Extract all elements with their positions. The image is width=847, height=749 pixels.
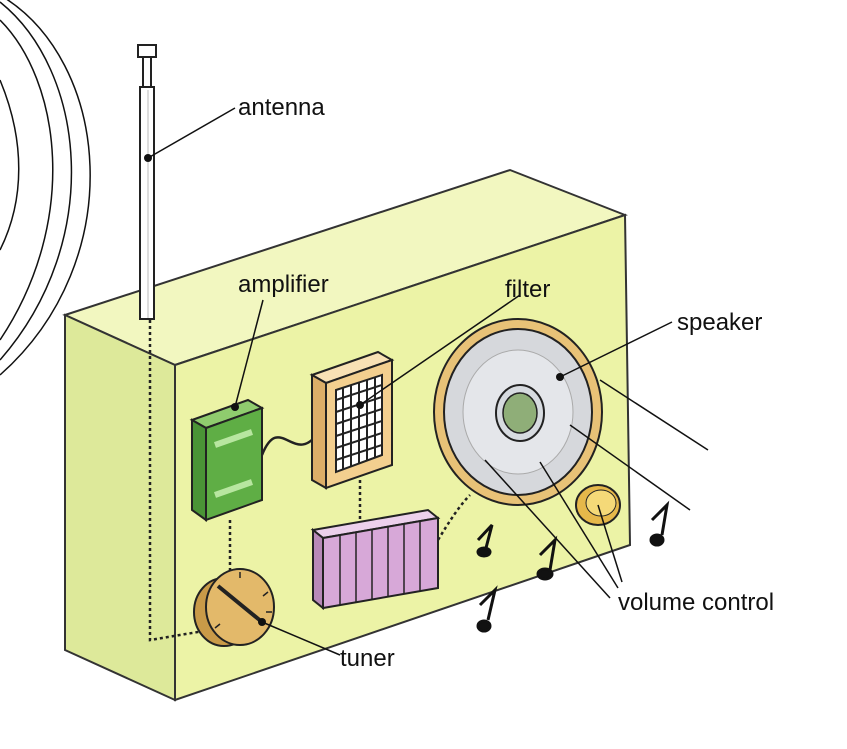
music-note-icon xyxy=(476,585,498,633)
radio-waves xyxy=(0,0,91,376)
battery-component xyxy=(310,508,441,611)
music-note-icon xyxy=(536,535,558,581)
leader-lines xyxy=(144,107,709,656)
label-filter: filter xyxy=(505,276,550,303)
case-side xyxy=(64,313,176,702)
speaker-component xyxy=(433,318,603,506)
musical-notes xyxy=(476,500,670,633)
label-antenna: antenna xyxy=(238,94,325,121)
label-tuner: tuner xyxy=(340,645,395,672)
amplifier-component xyxy=(189,398,265,522)
music-note-icon xyxy=(476,523,494,558)
antenna xyxy=(137,44,157,320)
label-speaker: speaker xyxy=(677,309,762,336)
filter-component xyxy=(309,350,395,490)
label-amplifier: amplifier xyxy=(238,271,329,298)
tuner-component xyxy=(193,568,275,647)
label-volume-control: volume control xyxy=(618,589,774,616)
music-note-icon xyxy=(649,500,670,547)
